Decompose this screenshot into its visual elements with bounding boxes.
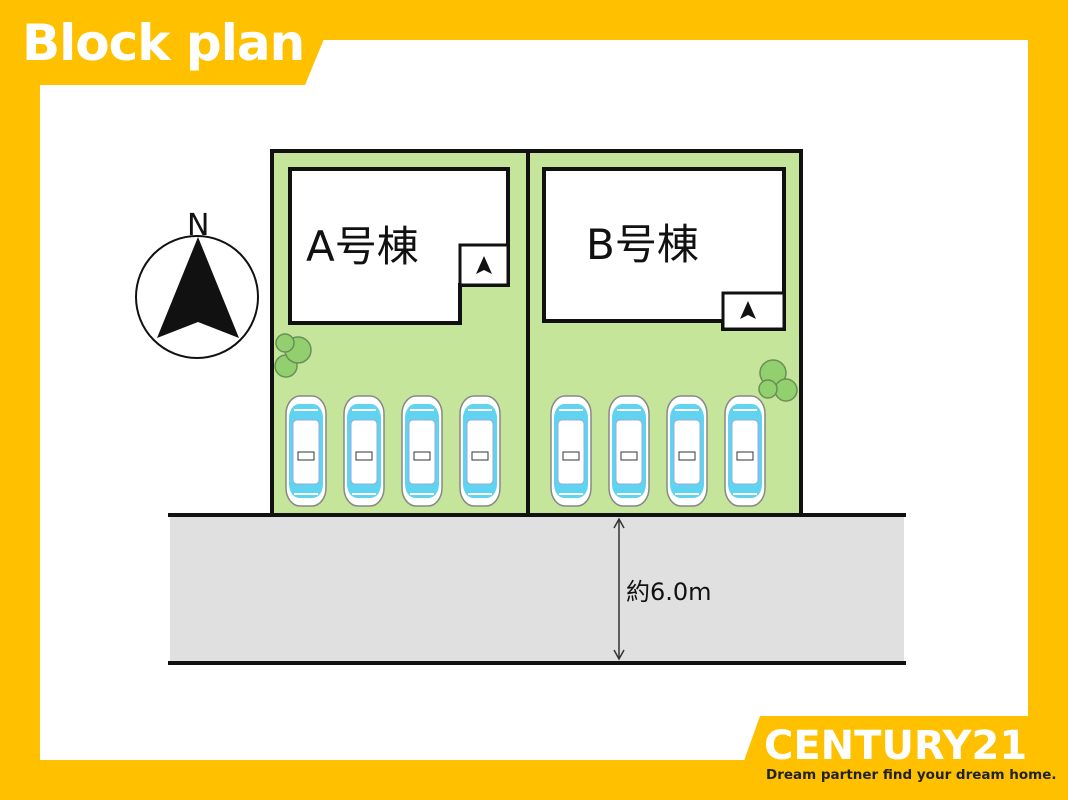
car-icon	[285, 395, 327, 507]
entrance-arrow-icon	[476, 256, 492, 274]
brand-tagline: Dream partner find your dream home.	[766, 767, 1057, 783]
road	[170, 515, 904, 663]
title-tab	[0, 0, 340, 85]
car-icon	[401, 395, 443, 507]
car-icon	[666, 395, 708, 507]
logo-tab	[730, 716, 1068, 800]
tree-icon	[274, 333, 312, 378]
car-icon	[343, 395, 385, 507]
road-width-label: 約6.0m	[626, 578, 712, 606]
building-b-label: B号棟	[586, 220, 699, 269]
compass	[135, 235, 259, 359]
entrance-box-a	[458, 243, 510, 287]
page-title: Block plan	[22, 14, 305, 72]
entrance-arrow-icon	[740, 301, 756, 319]
car-icon	[550, 395, 592, 507]
parking-cars	[285, 395, 766, 507]
building-a-label: A号棟	[306, 222, 419, 271]
road-width-dimension	[613, 517, 625, 661]
tree-icon	[758, 359, 798, 402]
entrance-box-b	[721, 291, 786, 331]
north-label: N	[187, 208, 210, 243]
car-icon	[724, 395, 766, 507]
north-arrow-icon	[157, 237, 239, 338]
brand-logo: CENTURY21	[764, 723, 1028, 769]
car-icon	[608, 395, 650, 507]
car-icon	[459, 395, 501, 507]
